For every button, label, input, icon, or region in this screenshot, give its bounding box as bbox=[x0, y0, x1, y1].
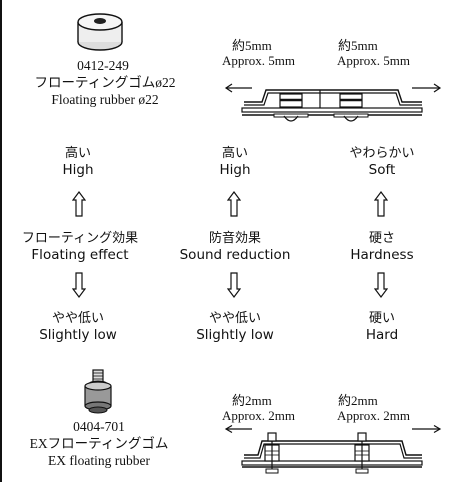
bottom-part-name-en: EX floating rubber bbox=[48, 453, 150, 468]
col1-top-ja: 高い bbox=[64, 146, 91, 161]
top-part-code: 0412-249 bbox=[77, 58, 129, 73]
top-dim-right-ja: 約5mm bbox=[338, 38, 378, 53]
col2-bottom-en: Slightly low bbox=[196, 327, 274, 343]
col1-mid-ja: フローティング効果 bbox=[21, 231, 139, 246]
col1-bottom-ja: やや低い bbox=[51, 311, 104, 326]
bottom-dim-right-ja: 約2mm bbox=[338, 393, 378, 408]
page-frame-left bbox=[0, 0, 2, 482]
arrow-up-icon bbox=[227, 191, 241, 217]
sound-reduction-label: 防音効果 Sound reduction bbox=[165, 230, 305, 264]
ex-rubber-mount-icon bbox=[84, 369, 112, 414]
col3-top-ja: やわらかい bbox=[349, 146, 415, 161]
floating-mount-cross-section-diagram bbox=[224, 83, 442, 122]
arrow-down-icon bbox=[227, 272, 241, 298]
hardness-label: 硬さ Hardness bbox=[322, 230, 442, 264]
col2-top-en: High bbox=[219, 162, 251, 178]
bottom-dim-right-en: Approx. 2mm bbox=[337, 408, 410, 423]
column-sound-reduction: 高い High bbox=[165, 145, 305, 179]
col3-bottom-ja: 硬い bbox=[368, 311, 395, 326]
floating-effect-label: フローティング効果 Floating effect bbox=[2, 230, 158, 264]
arrow-up-icon bbox=[374, 191, 388, 217]
col1-bottom-en: Slightly low bbox=[39, 327, 117, 343]
hardness-hard: 硬い Hard bbox=[322, 310, 442, 344]
column-hardness: やわらかい Soft bbox=[322, 145, 442, 179]
floating-effect-low: やや低い Slightly low bbox=[8, 310, 148, 344]
bottom-dim-left-en: Approx. 2mm bbox=[222, 408, 295, 423]
bottom-dim-left-ja: 約2mm bbox=[232, 393, 272, 408]
col1-top-en: High bbox=[62, 162, 94, 178]
top-dim-left-en: Approx. 5mm bbox=[222, 53, 295, 68]
col2-mid-en: Sound reduction bbox=[179, 247, 291, 263]
col2-top-ja: 高い bbox=[221, 146, 248, 161]
bottom-part-name-ja: EXフローティングゴム bbox=[29, 436, 169, 451]
arrow-down-icon bbox=[72, 272, 86, 298]
col2-bottom-ja: やや低い bbox=[208, 311, 261, 326]
arrow-down-icon bbox=[374, 272, 388, 298]
top-part-name-en: Floating rubber ø22 bbox=[51, 92, 159, 107]
sound-reduction-low: やや低い Slightly low bbox=[165, 310, 305, 344]
top-dim-left-ja: 約5mm bbox=[232, 38, 272, 53]
col3-mid-en: Hardness bbox=[350, 247, 414, 263]
col3-top-en: Soft bbox=[368, 162, 396, 178]
col3-mid-ja: 硬さ bbox=[368, 231, 395, 246]
column-floating-effect: 高い High bbox=[8, 145, 148, 179]
col2-mid-ja: 防音効果 bbox=[208, 231, 261, 246]
arrow-up-icon bbox=[72, 191, 86, 217]
col3-bottom-en: Hard bbox=[365, 327, 399, 343]
top-part-name-ja: フローティングゴムø22 bbox=[34, 75, 176, 90]
top-dim-right-en: Approx. 5mm bbox=[337, 53, 410, 68]
bottom-part-code: 0404-701 bbox=[73, 419, 125, 434]
ex-mount-cross-section-diagram bbox=[224, 425, 442, 474]
col1-mid-en: Floating effect bbox=[31, 247, 129, 263]
rubber-grommet-icon bbox=[77, 13, 123, 51]
